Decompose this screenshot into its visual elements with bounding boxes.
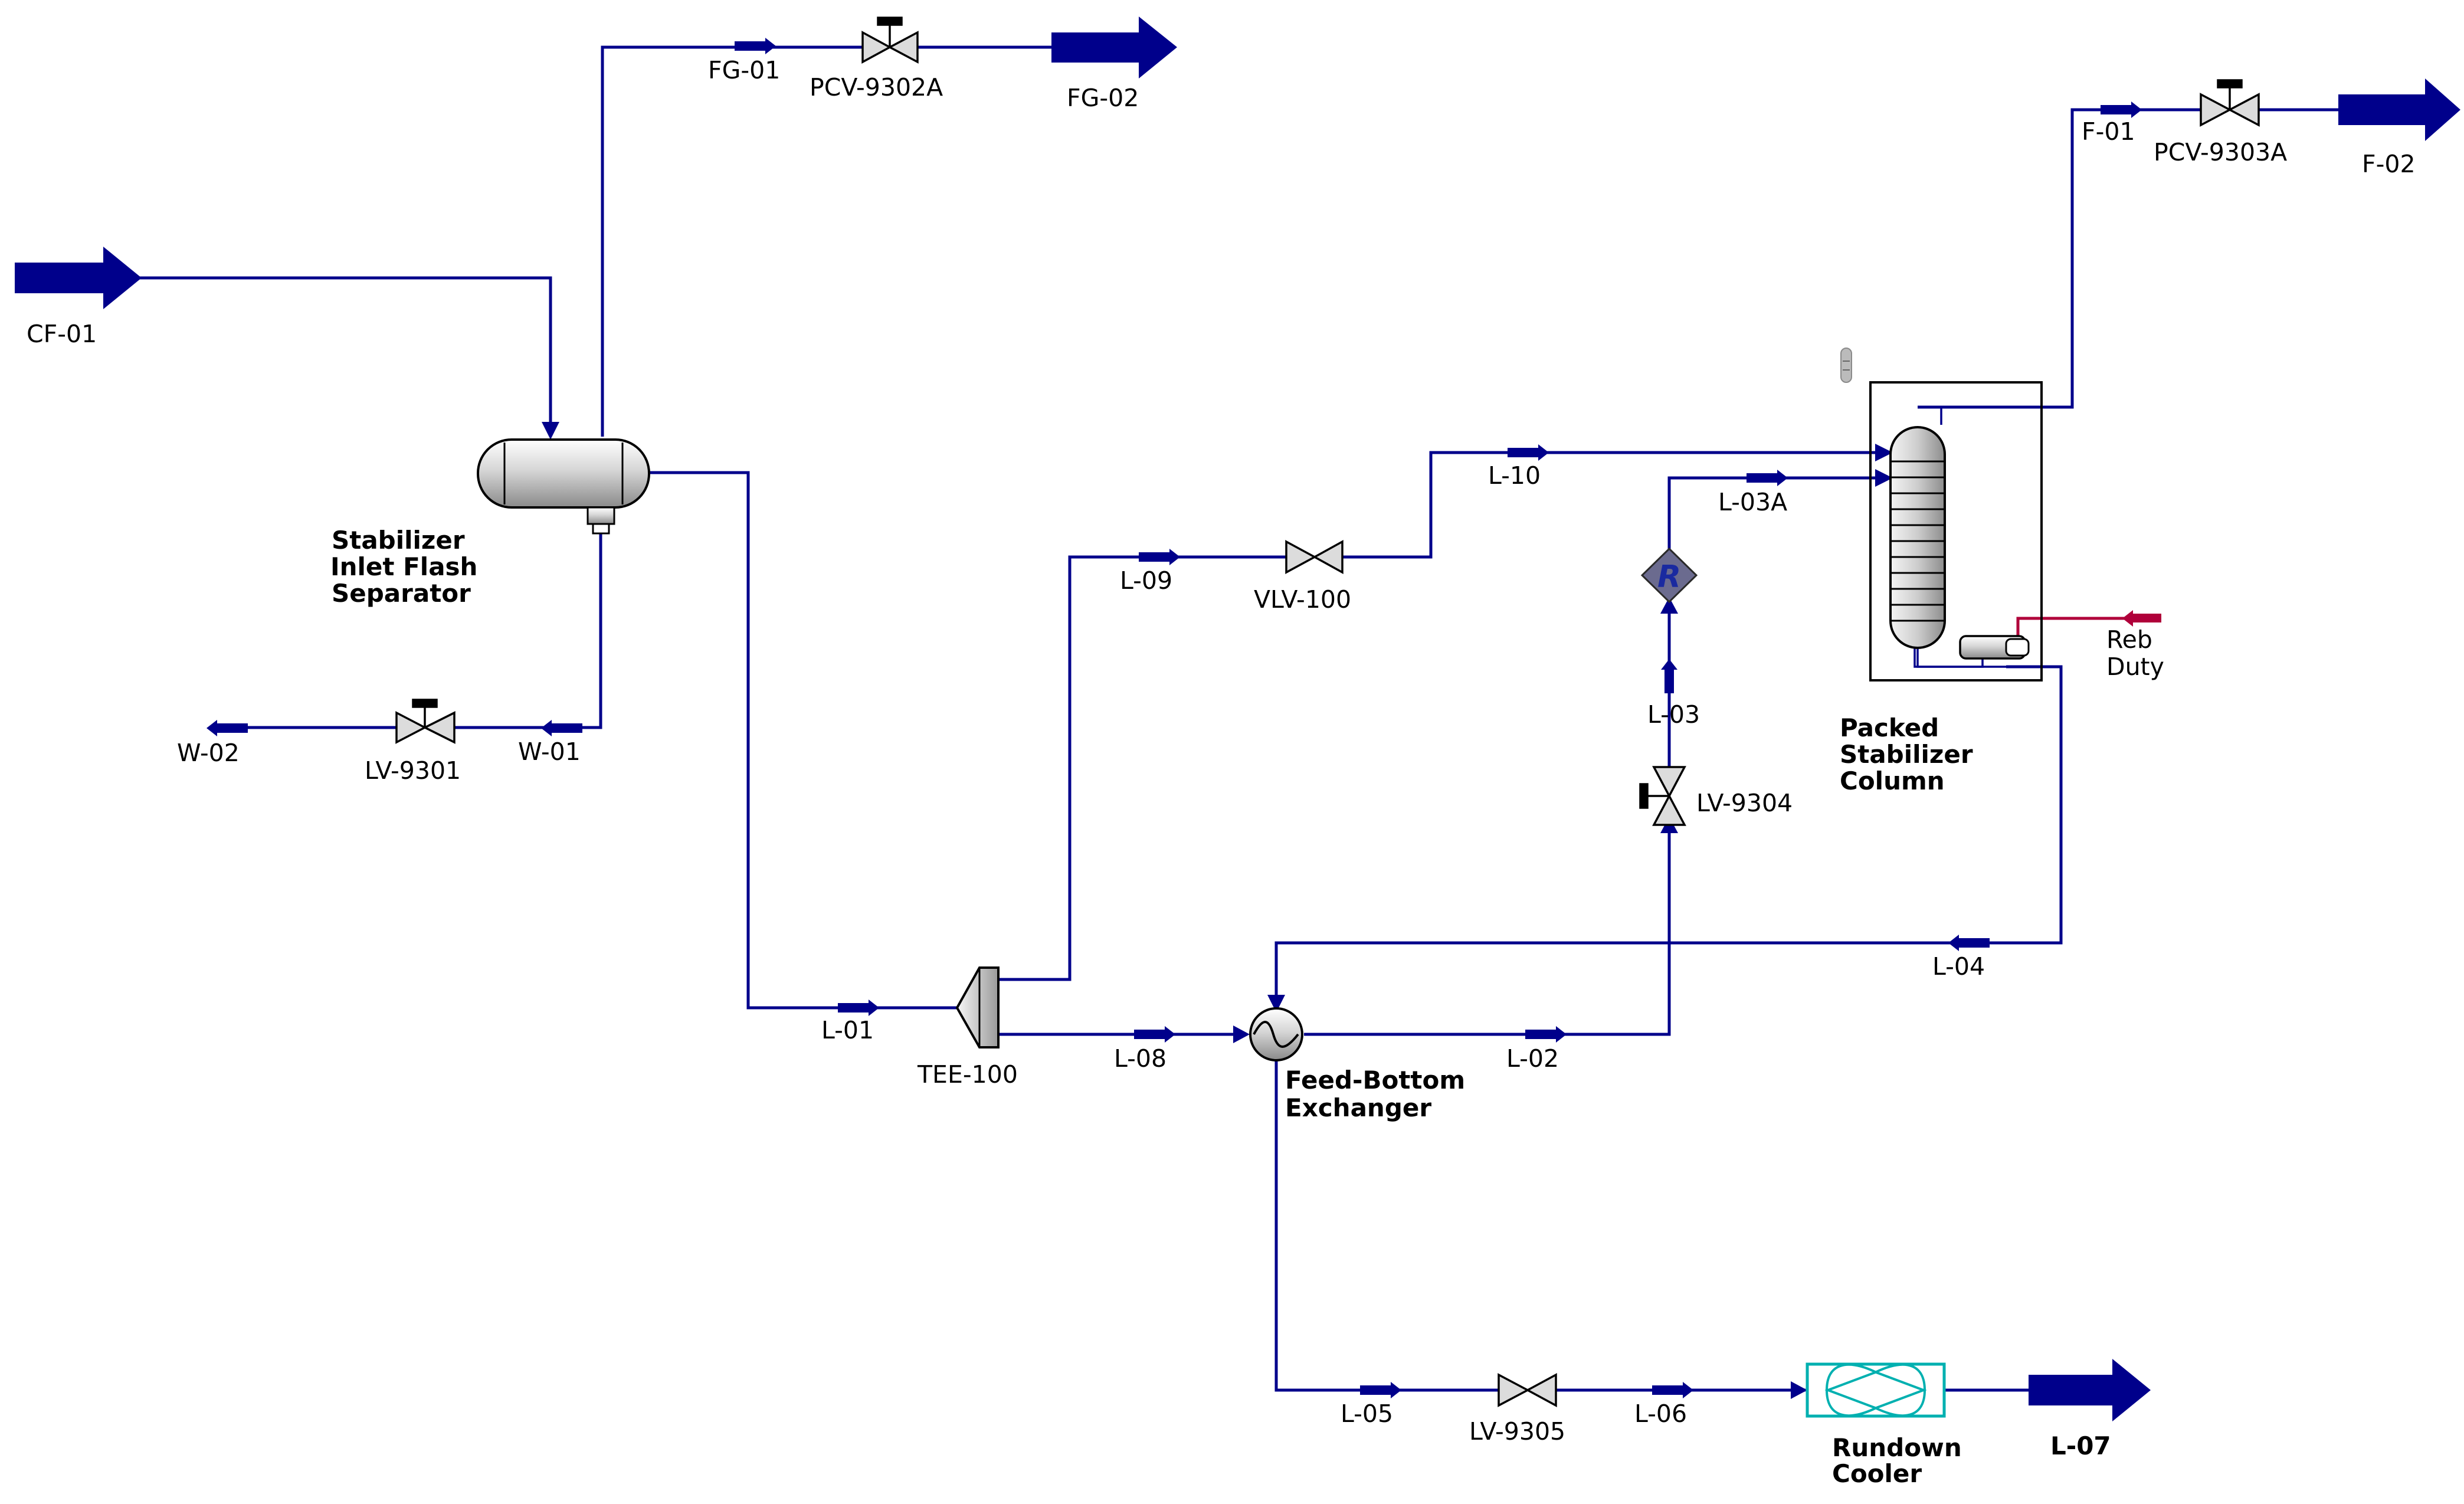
stream-marker-w01[interactable] <box>541 720 582 736</box>
stream-marker-l06[interactable] <box>1652 1382 1693 1398</box>
arrowhead-l10 <box>1875 444 1893 461</box>
stream-marker-f01[interactable] <box>2101 101 2142 118</box>
stream-line-cf01[interactable] <box>139 276 552 437</box>
tee-100-splitter[interactable] <box>955 966 1000 1048</box>
arrowhead-cf01 <box>542 422 559 440</box>
stream-label-l08: L-08 <box>1114 1044 1167 1073</box>
stream-line-l01[interactable] <box>649 471 957 1010</box>
separator-label-line1: Stabilizer <box>332 526 465 555</box>
stream-marker-reb-duty[interactable] <box>2122 610 2161 627</box>
valve-pcv9302a[interactable] <box>861 17 919 64</box>
stream-marker-l02[interactable] <box>1525 1026 1567 1043</box>
product-arrow-f02[interactable] <box>2338 78 2460 141</box>
stream-label-l02: L-02 <box>1506 1044 1559 1073</box>
stream-label-l07: L-07 <box>2050 1431 2111 1460</box>
column-label-line2: Stabilizer <box>1840 740 1973 769</box>
stream-label-l10: L-10 <box>1488 461 1541 490</box>
stream-label-l03a: L-03A <box>1718 488 1787 516</box>
stream-label-w01: W-01 <box>518 738 581 766</box>
stream-label-l03: L-03 <box>1647 700 1700 729</box>
valve-vlv100[interactable] <box>1285 540 1344 574</box>
column-label-line3: Column <box>1840 766 1945 795</box>
column-overhead-connection <box>1918 406 1942 425</box>
stream-label-cf01: CF-01 <box>27 320 97 348</box>
separator-label-line2: Inlet Flash <box>330 552 477 581</box>
stream-line-l03a[interactable] <box>1667 476 1888 549</box>
column-subflowsheet-frame[interactable] <box>1869 381 2043 681</box>
arrowhead-l08 <box>1233 1025 1250 1043</box>
stream-line-l02[interactable] <box>1304 825 1671 1036</box>
stream-label-w02: W-02 <box>177 739 240 767</box>
stream-label-l04: L-04 <box>1932 952 1985 981</box>
stream-line-fg01[interactable] <box>601 45 863 437</box>
stream-marker-l01[interactable] <box>838 1000 879 1016</box>
column-reboiler[interactable] <box>1959 635 2030 660</box>
cooler-label-line1: Rundown <box>1832 1433 1962 1462</box>
stream-line-l05[interactable] <box>1274 1061 1499 1392</box>
stream-line-l09[interactable] <box>997 555 1286 981</box>
feed-bottom-exchanger[interactable] <box>1249 1007 1303 1061</box>
stream-marker-l08[interactable] <box>1134 1026 1175 1043</box>
stream-label-l06: L-06 <box>1634 1400 1687 1428</box>
arrowhead-l03a <box>1875 469 1893 487</box>
product-arrow-fg02[interactable] <box>1051 17 1177 78</box>
stream-marker-l03[interactable] <box>1661 659 1677 693</box>
cooler-label-line2: Cooler <box>1832 1459 1922 1488</box>
arrowhead-l04 <box>1267 995 1285 1013</box>
arrowhead-l06 <box>1791 1381 1807 1399</box>
stream-label-l09: L-09 <box>1120 566 1172 595</box>
product-arrow-l07[interactable] <box>2029 1359 2151 1421</box>
valve-pcv9303a[interactable] <box>2200 79 2260 127</box>
energy-label-reb: Reb <box>2106 625 2152 654</box>
energy-label-duty: Duty <box>2106 653 2164 681</box>
stream-label-fg01: FG-01 <box>708 56 780 84</box>
stream-marker-w02[interactable] <box>207 720 248 736</box>
stream-label-fg02: FG-02 <box>1067 84 1139 112</box>
arrowhead-l03-recycle <box>1660 597 1678 614</box>
separator-vessel[interactable] <box>477 438 650 535</box>
stream-marker-l04[interactable] <box>1948 935 1990 951</box>
stream-label-l01: L-01 <box>821 1016 874 1044</box>
valve-label-lv9304: LV-9304 <box>1696 789 1793 817</box>
stream-marker-l09[interactable] <box>1139 549 1180 565</box>
valve-lv9301[interactable] <box>395 699 456 744</box>
exchanger-label-line1: Feed-Bottom <box>1285 1066 1465 1095</box>
feed-arrow-cf01[interactable] <box>15 247 142 309</box>
column-label-line1: Packed <box>1840 713 1939 742</box>
valve-label-pcv9303a: PCV-9303A <box>2154 138 2287 166</box>
stream-label-f01: F-01 <box>2082 117 2135 146</box>
stream-marker-l03a[interactable] <box>1747 470 1788 486</box>
exchanger-label-line2: Exchanger <box>1285 1093 1431 1122</box>
tee-label: TEE-100 <box>917 1060 1018 1089</box>
separator-label-line3: Separator <box>332 579 471 608</box>
valve-label-vlv100: VLV-100 <box>1254 585 1351 614</box>
valve-lv9305[interactable] <box>1498 1373 1557 1407</box>
valve-label-lv9305: LV-9305 <box>1469 1417 1565 1446</box>
stream-line-w01[interactable] <box>454 534 602 729</box>
recycle-symbol-label: R <box>1657 559 1681 595</box>
valve-lv9304[interactable] <box>1639 766 1686 826</box>
stream-marker-fg01[interactable] <box>735 38 776 54</box>
recycle-block[interactable]: R <box>1640 547 1698 604</box>
stream-marker-l05[interactable] <box>1360 1382 1401 1398</box>
stream-marker-l10[interactable] <box>1508 444 1549 461</box>
rundown-cooler[interactable] <box>1806 1362 1946 1418</box>
stream-label-l05: L-05 <box>1341 1400 1393 1428</box>
valve-label-lv9301: LV-9301 <box>365 756 461 785</box>
column-indicator-icon[interactable] <box>1840 348 1852 383</box>
valve-label-pcv9302a: PCV-9302A <box>810 73 943 101</box>
stream-line-l10[interactable] <box>1342 451 1888 559</box>
packed-column-body[interactable] <box>1889 426 1946 649</box>
stream-label-f02: F-02 <box>2362 150 2416 178</box>
